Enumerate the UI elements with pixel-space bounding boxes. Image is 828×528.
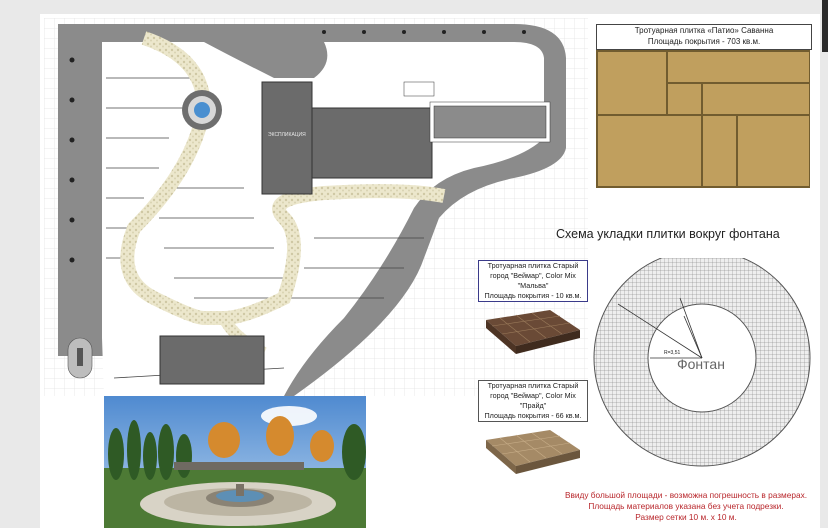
tile-praid-label: Тротуарная плитка Старый город "Веймар",… <box>478 380 588 422</box>
patio-tile-swatch <box>596 50 810 188</box>
disclaimer-note: Ввиду большой площади - возможна погрешн… <box>556 490 816 523</box>
tile-malva-area: Площадь покрытия - 10 кв.м. <box>484 291 582 300</box>
tile-praid-line1: Тротуарная плитка Старый <box>487 381 579 390</box>
svg-text:R=3,51: R=3,51 <box>664 350 680 356</box>
rendering-photo <box>104 396 366 528</box>
patio-tile-label: Тротуарная плитка «Патио» Саванна Площад… <box>596 24 812 50</box>
fountain-label: Фонтан <box>677 356 725 372</box>
scheme-title: Схема укладки плитки вокруг фонтана <box>556 227 780 241</box>
building-label: ЭКСПЛИКАЦИЯ <box>268 132 306 138</box>
tile-praid-line3: "Прайд" <box>519 401 547 410</box>
tile-malva-line3: "Мальва" <box>517 281 549 290</box>
note-line3: Размер сетки 10 м. х 10 м. <box>635 512 737 522</box>
tile-malva-line2: город "Веймар", Color Mix <box>490 271 576 280</box>
fountain-ring-scheme: R=3,51 <box>593 258 811 467</box>
note-line2: Площадь материалов указана без учета под… <box>588 501 784 511</box>
tile-praid-area: Площадь покрытия - 66 кв.м. <box>484 411 582 420</box>
tile-praid-swatch <box>486 430 580 474</box>
patio-tile-name: Тротуарная плитка «Патио» Саванна <box>634 26 774 35</box>
tile-malva-label: Тротуарная плитка Старый город "Веймар",… <box>478 260 588 302</box>
tile-praid-line2: город "Веймар", Color Mix <box>490 391 576 400</box>
patio-tile-area: Площадь покрытия - 703 кв.м. <box>647 37 761 46</box>
tile-malva-line1: Тротуарная плитка Старый <box>487 261 579 270</box>
note-line1: Ввиду большой площади - возможна погрешн… <box>564 490 808 500</box>
tile-malva-swatch <box>486 310 580 354</box>
site-plan <box>44 18 588 396</box>
window-edge-bar <box>822 0 828 52</box>
